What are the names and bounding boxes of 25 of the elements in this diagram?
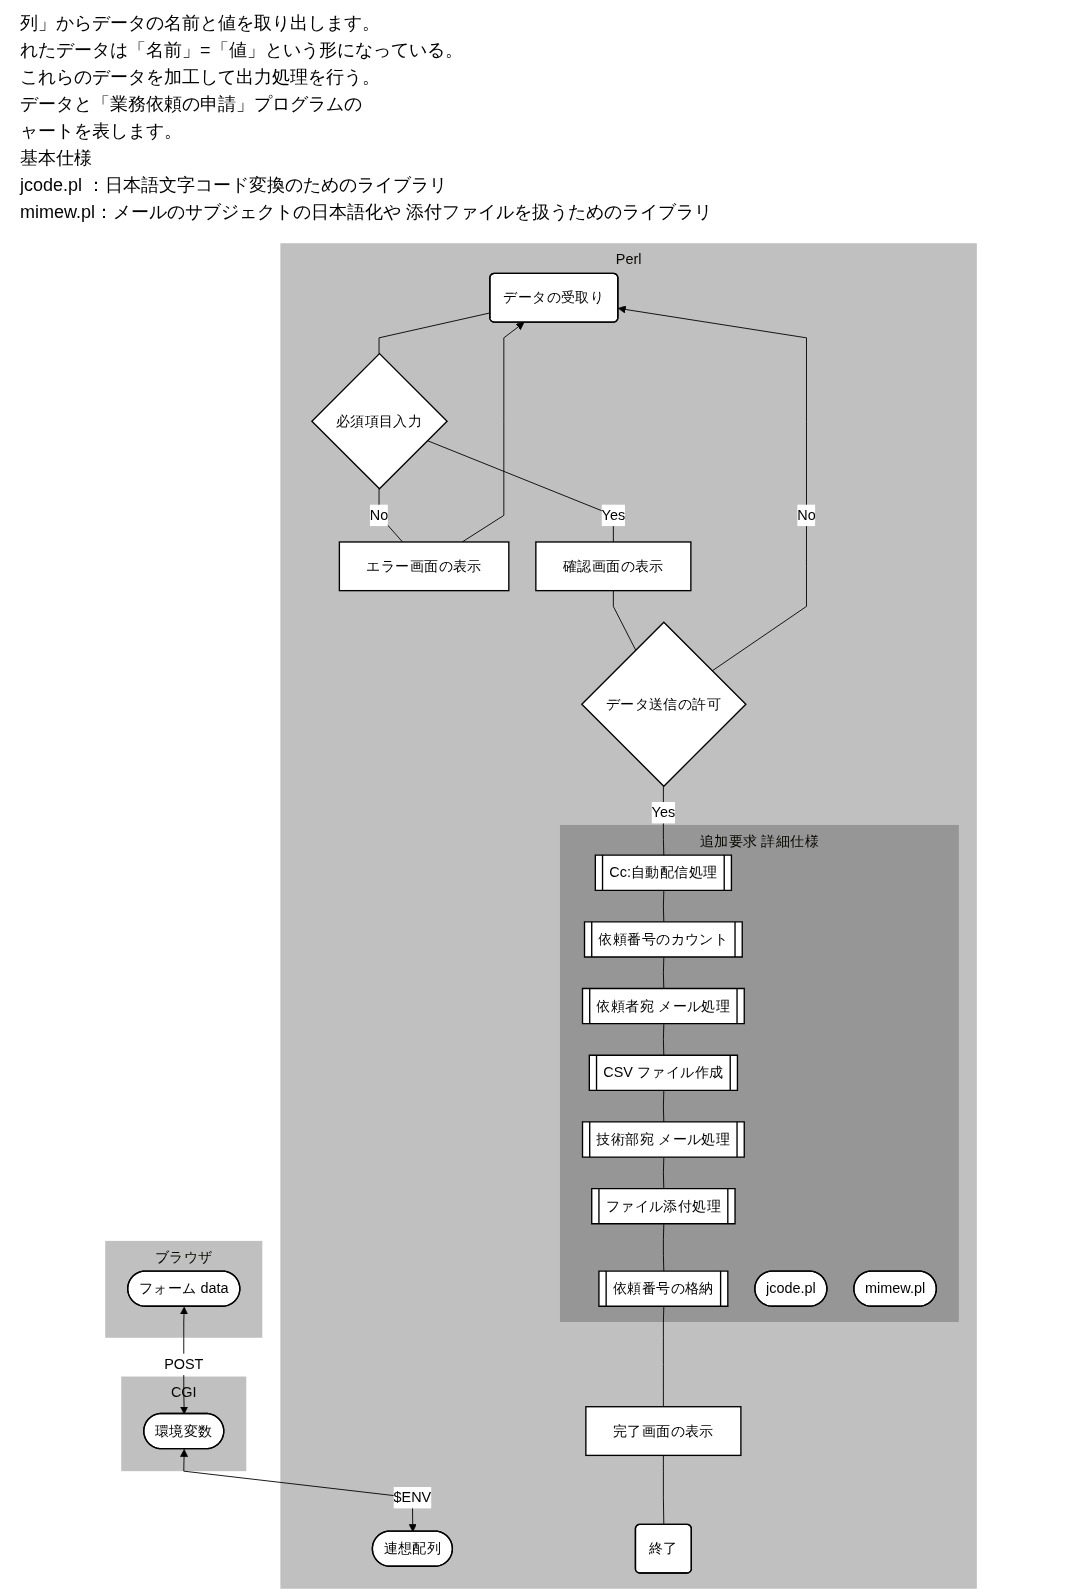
node-box: 完了画面の表示 <box>585 1406 743 1457</box>
edge-label: POST <box>164 1356 204 1372</box>
node-diamond: 必須項目入力 <box>311 352 449 490</box>
connector <box>613 590 637 651</box>
connector <box>663 1223 665 1272</box>
node-box: エラー画面の表示 <box>339 541 510 592</box>
note-text: mimew.pl：メールのサブジェクトの日本語化や 添付ファイルを扱うためのライブラリ <box>20 201 713 224</box>
connector <box>663 1454 665 1526</box>
edge-label: $ENV <box>394 1489 432 1505</box>
note-text: これらのデータを加工して出力処理を行う。 <box>20 66 381 89</box>
connector <box>427 440 615 543</box>
edge-label: Yes <box>602 507 626 523</box>
note-text: 基本仕様 <box>20 147 93 170</box>
edge-label: No <box>797 507 817 523</box>
note-text: ャートを表します。 <box>20 120 183 143</box>
edge-label: No <box>370 507 389 523</box>
note-text: データと「業務依頼の申請」プログラムの <box>20 93 363 116</box>
edge-label: Yes <box>652 804 676 821</box>
note-text: れたデータは「名前」=「値」という形になっている。 <box>20 39 464 62</box>
note-text: jcode.pl ：日本語文字コード変換のためのライブラリ <box>20 174 449 197</box>
connector <box>663 1306 665 1408</box>
node-box: 確認画面の表示 <box>535 541 692 592</box>
node-diamond: データ送信の許可 <box>581 621 748 788</box>
connector <box>379 488 404 543</box>
note-text: 列」からデータの名前と値を取り出します。 <box>20 12 381 35</box>
